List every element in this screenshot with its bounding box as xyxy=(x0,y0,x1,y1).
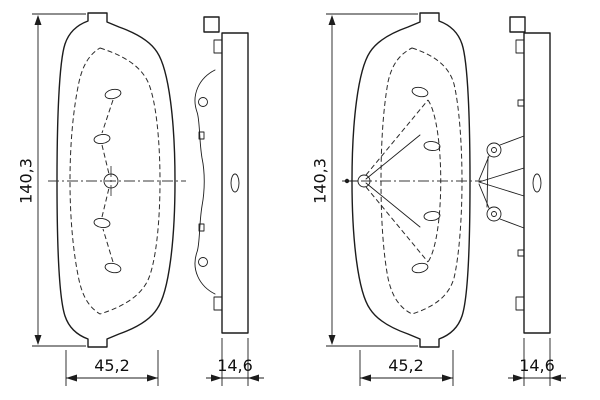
top-lug xyxy=(203,16,220,33)
spring-arm-line xyxy=(365,99,429,176)
clip-curl xyxy=(198,97,208,107)
mount-lug xyxy=(517,249,525,257)
slot-hole xyxy=(411,262,429,274)
pad-side-view-left xyxy=(194,16,249,334)
guide-line xyxy=(102,228,114,263)
slot-hole xyxy=(104,262,122,274)
arrowhead xyxy=(550,374,561,382)
arrowhead xyxy=(34,15,42,25)
dimension-thickness-right: 14,6 xyxy=(508,338,566,386)
arrowhead xyxy=(328,335,336,345)
spring-arm-line xyxy=(365,186,429,263)
shim-clip-profile xyxy=(194,69,216,295)
slot-hole xyxy=(93,133,111,145)
backplate-edge xyxy=(221,32,249,334)
friction-material-outline xyxy=(69,47,161,315)
dim-width-right-label: 45,2 xyxy=(388,356,424,375)
slot-hole xyxy=(411,86,429,98)
dim-thickness-right-label: 14,6 xyxy=(519,356,555,375)
arrowhead xyxy=(211,374,222,382)
pad-front-view-left xyxy=(48,12,186,348)
slot-hole xyxy=(93,217,111,229)
backplate-outline xyxy=(56,12,176,348)
pad-front-view-right xyxy=(342,12,482,348)
spring-arm xyxy=(478,155,490,181)
dim-thickness-left-label: 14,6 xyxy=(217,356,253,375)
spring-arm-line xyxy=(365,182,421,228)
dimension-thickness-left: 14,6 xyxy=(206,338,264,386)
spring-coil-center xyxy=(491,211,497,217)
slot-hole xyxy=(423,140,441,152)
slot-hole xyxy=(230,173,240,193)
spring-arm xyxy=(478,167,525,183)
guide-line xyxy=(101,144,110,175)
slot-hole xyxy=(423,210,441,222)
dim-width-left-label: 45,2 xyxy=(94,356,130,375)
clip-tab xyxy=(198,223,205,232)
spring-coil xyxy=(486,142,502,158)
clip-tab xyxy=(198,131,205,140)
arrowhead xyxy=(513,374,524,382)
spring-arm xyxy=(499,218,525,229)
arrowhead xyxy=(66,374,77,382)
spring-arm xyxy=(478,181,525,197)
slot-hole xyxy=(104,88,122,100)
arrowhead xyxy=(34,335,42,345)
arrowhead xyxy=(360,374,371,382)
arrowhead xyxy=(328,15,336,25)
mount-lug xyxy=(213,39,223,54)
mount-lug xyxy=(517,99,525,107)
spring-coil-center xyxy=(491,147,497,153)
spring-arc xyxy=(427,99,442,263)
dimension-width-right: 45,2 xyxy=(359,350,454,386)
backplate-outline xyxy=(351,12,471,348)
backplate-edge xyxy=(523,32,551,334)
spring-arm xyxy=(486,156,489,208)
spring-arm xyxy=(499,135,525,146)
arrowhead xyxy=(147,374,158,382)
arrowhead xyxy=(442,374,453,382)
guide-line xyxy=(101,187,110,218)
clip-curl xyxy=(198,257,208,267)
mount-lug xyxy=(213,296,223,311)
mount-lug xyxy=(515,39,525,54)
dimension-height-right: 140,3 xyxy=(311,13,418,347)
slot-hole xyxy=(532,173,542,193)
dimension-width-left: 45,2 xyxy=(65,350,159,386)
mount-lug xyxy=(515,296,525,311)
spring-arm-line xyxy=(365,134,421,180)
spring-coil xyxy=(486,206,502,222)
pad-side-view-right xyxy=(478,16,551,334)
sensor-pin-tip xyxy=(344,178,350,184)
arrowhead xyxy=(248,374,259,382)
dimension-height-left: 140,3 xyxy=(17,13,86,347)
guide-line xyxy=(101,99,114,134)
dim-height-left-label: 140,3 xyxy=(17,158,36,204)
top-lug xyxy=(509,16,526,33)
dim-height-right-label: 140,3 xyxy=(311,158,330,204)
